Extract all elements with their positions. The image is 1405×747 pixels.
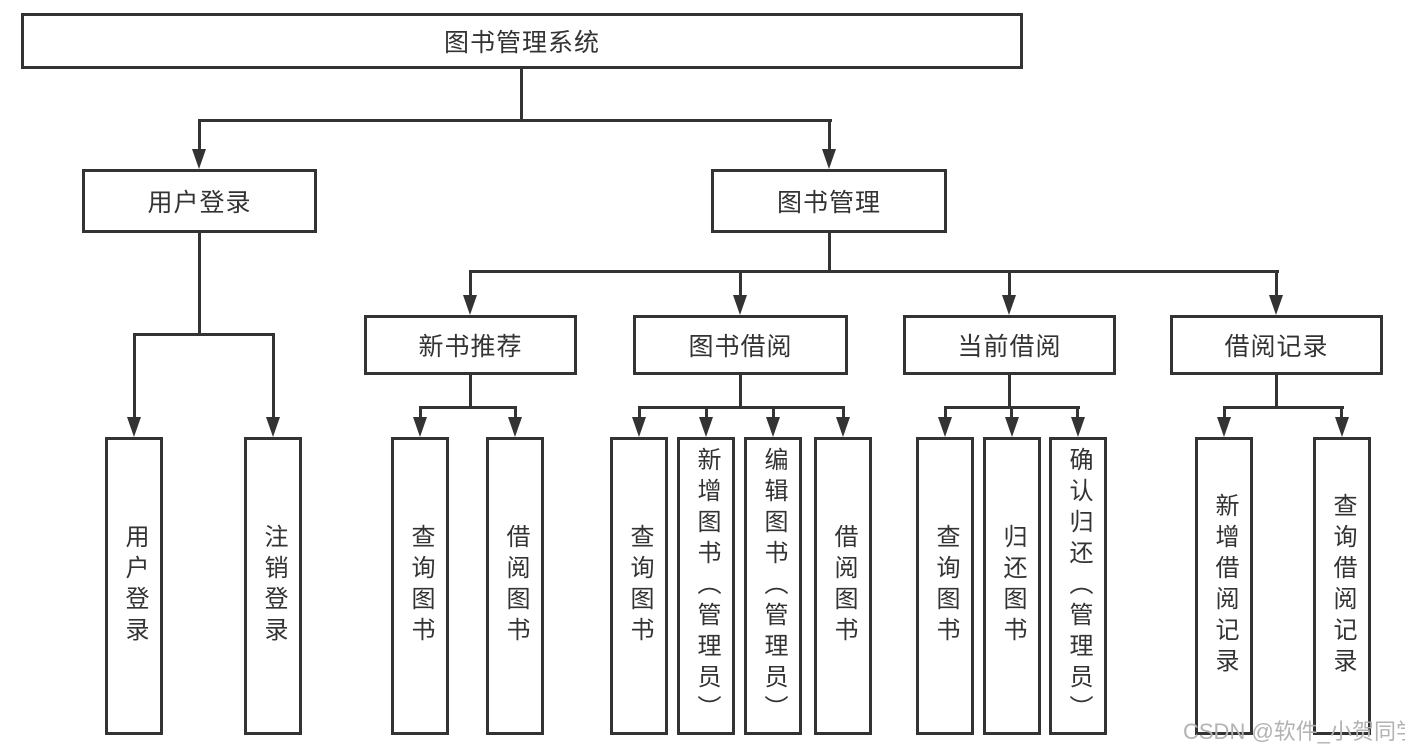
arrow-down-icon bbox=[1335, 417, 1349, 437]
connector-line bbox=[272, 336, 275, 419]
connector-line bbox=[842, 409, 845, 419]
leaf-user-login: 用户登录 bbox=[105, 437, 163, 735]
leaf-query-books-recommend-label: 查询图书 bbox=[407, 524, 434, 648]
connector-line bbox=[1275, 273, 1278, 297]
connector-line bbox=[944, 409, 947, 419]
arrow-down-icon bbox=[733, 295, 747, 315]
connector-line bbox=[198, 119, 832, 122]
node-book-management-label: 图书管理 bbox=[776, 189, 881, 217]
connector-line bbox=[739, 375, 742, 408]
connector-line bbox=[469, 273, 472, 297]
node-root-label: 图书管理系统 bbox=[443, 29, 600, 57]
leaf-logout-label: 注销登录 bbox=[260, 524, 287, 648]
arrow-down-icon bbox=[1269, 295, 1283, 315]
leaf-edit-books-admin: 编辑图书（管理员） bbox=[744, 437, 802, 735]
connector-line bbox=[739, 273, 742, 297]
leaf-user-login-label: 用户登录 bbox=[121, 524, 148, 648]
connector-line bbox=[1008, 375, 1011, 408]
leaf-return-books-label: 归还图书 bbox=[999, 524, 1026, 648]
node-borrowing-records-label: 借阅记录 bbox=[1224, 333, 1329, 361]
connector-line bbox=[1010, 409, 1013, 419]
leaf-add-borrow-record: 新增借阅记录 bbox=[1195, 437, 1253, 735]
connector-line bbox=[1275, 375, 1278, 408]
arrow-down-icon bbox=[699, 417, 713, 437]
leaf-confirm-return-admin: 确认归还（管理员） bbox=[1049, 437, 1107, 735]
connector-line bbox=[1008, 273, 1011, 297]
arrow-down-icon bbox=[508, 417, 522, 437]
leaf-return-books: 归还图书 bbox=[983, 437, 1041, 735]
leaf-query-books-borrow: 查询图书 bbox=[610, 437, 668, 735]
connector-line bbox=[638, 409, 641, 419]
arrow-down-icon bbox=[632, 417, 646, 437]
arrow-down-icon bbox=[938, 417, 952, 437]
connector-line bbox=[1223, 406, 1344, 409]
connector-line bbox=[469, 270, 1279, 273]
arrow-down-icon bbox=[463, 295, 477, 315]
connector-line bbox=[1076, 409, 1079, 419]
leaf-borrow-books-recommend: 借阅图书 bbox=[486, 437, 544, 735]
arrow-down-icon bbox=[836, 417, 850, 437]
leaf-query-borrow-record: 查询借阅记录 bbox=[1313, 437, 1371, 735]
connector-line bbox=[828, 233, 831, 273]
arrow-down-icon bbox=[127, 417, 141, 437]
connector-line bbox=[198, 121, 201, 151]
leaf-logout: 注销登录 bbox=[244, 437, 302, 735]
arrow-down-icon bbox=[822, 149, 836, 169]
node-root: 图书管理系统 bbox=[21, 13, 1023, 69]
leaf-query-borrow-record-label: 查询借阅记录 bbox=[1329, 493, 1356, 679]
leaf-add-borrow-record-label: 新增借阅记录 bbox=[1211, 493, 1238, 679]
connector-line bbox=[1340, 409, 1343, 419]
arrow-down-icon bbox=[1071, 417, 1085, 437]
connector-line bbox=[828, 121, 831, 151]
connector-line bbox=[419, 406, 517, 409]
node-book-management: 图书管理 bbox=[711, 169, 947, 233]
node-book-borrowing-label: 图书借阅 bbox=[688, 333, 793, 361]
connector-line bbox=[772, 409, 775, 419]
node-user-login: 用户登录 bbox=[82, 169, 317, 233]
node-borrowing-records: 借阅记录 bbox=[1170, 315, 1383, 375]
arrow-down-icon bbox=[413, 417, 427, 437]
arrow-down-icon bbox=[1217, 417, 1231, 437]
leaf-add-books-admin: 新增图书（管理员） bbox=[677, 437, 735, 735]
connector-line bbox=[133, 336, 136, 419]
arrow-down-icon bbox=[192, 149, 206, 169]
arrow-down-icon bbox=[1005, 417, 1019, 437]
watermark: CSDN @软件_小贺同学 bbox=[1183, 719, 1405, 744]
connector-line bbox=[944, 406, 1080, 409]
connector-line bbox=[469, 375, 472, 408]
connector-line bbox=[514, 409, 517, 419]
connector-line bbox=[133, 333, 275, 336]
leaf-query-books-borrow-label: 查询图书 bbox=[626, 524, 653, 648]
connector-line bbox=[520, 68, 523, 122]
node-user-login-label: 用户登录 bbox=[147, 189, 252, 217]
arrow-down-icon bbox=[766, 417, 780, 437]
node-new-book-recommendation-label: 新书推荐 bbox=[418, 333, 523, 361]
leaf-confirm-return-admin-label: 确认归还（管理员） bbox=[1065, 446, 1092, 726]
leaf-query-books-current-label: 查询图书 bbox=[932, 524, 959, 648]
connector-line bbox=[198, 233, 201, 335]
arrow-down-icon bbox=[266, 417, 280, 437]
node-book-borrowing: 图书借阅 bbox=[633, 315, 848, 375]
arrow-down-icon bbox=[1002, 295, 1016, 315]
leaf-add-books-admin-label: 新增图书（管理员） bbox=[693, 446, 720, 726]
node-new-book-recommendation: 新书推荐 bbox=[364, 315, 577, 375]
leaf-borrow-books-recommend-label: 借阅图书 bbox=[502, 524, 529, 648]
leaf-edit-books-admin-label: 编辑图书（管理员） bbox=[760, 446, 787, 726]
connector-line bbox=[705, 409, 708, 419]
leaf-query-books-current: 查询图书 bbox=[916, 437, 974, 735]
leaf-borrow-books-label: 借阅图书 bbox=[830, 524, 857, 648]
connector-line bbox=[638, 406, 845, 409]
connector-line bbox=[419, 409, 422, 419]
node-current-borrowing-label: 当前借阅 bbox=[957, 333, 1062, 361]
connector-line bbox=[1223, 409, 1226, 419]
leaf-borrow-books: 借阅图书 bbox=[814, 437, 872, 735]
node-current-borrowing: 当前借阅 bbox=[903, 315, 1116, 375]
leaf-query-books-recommend: 查询图书 bbox=[391, 437, 449, 735]
